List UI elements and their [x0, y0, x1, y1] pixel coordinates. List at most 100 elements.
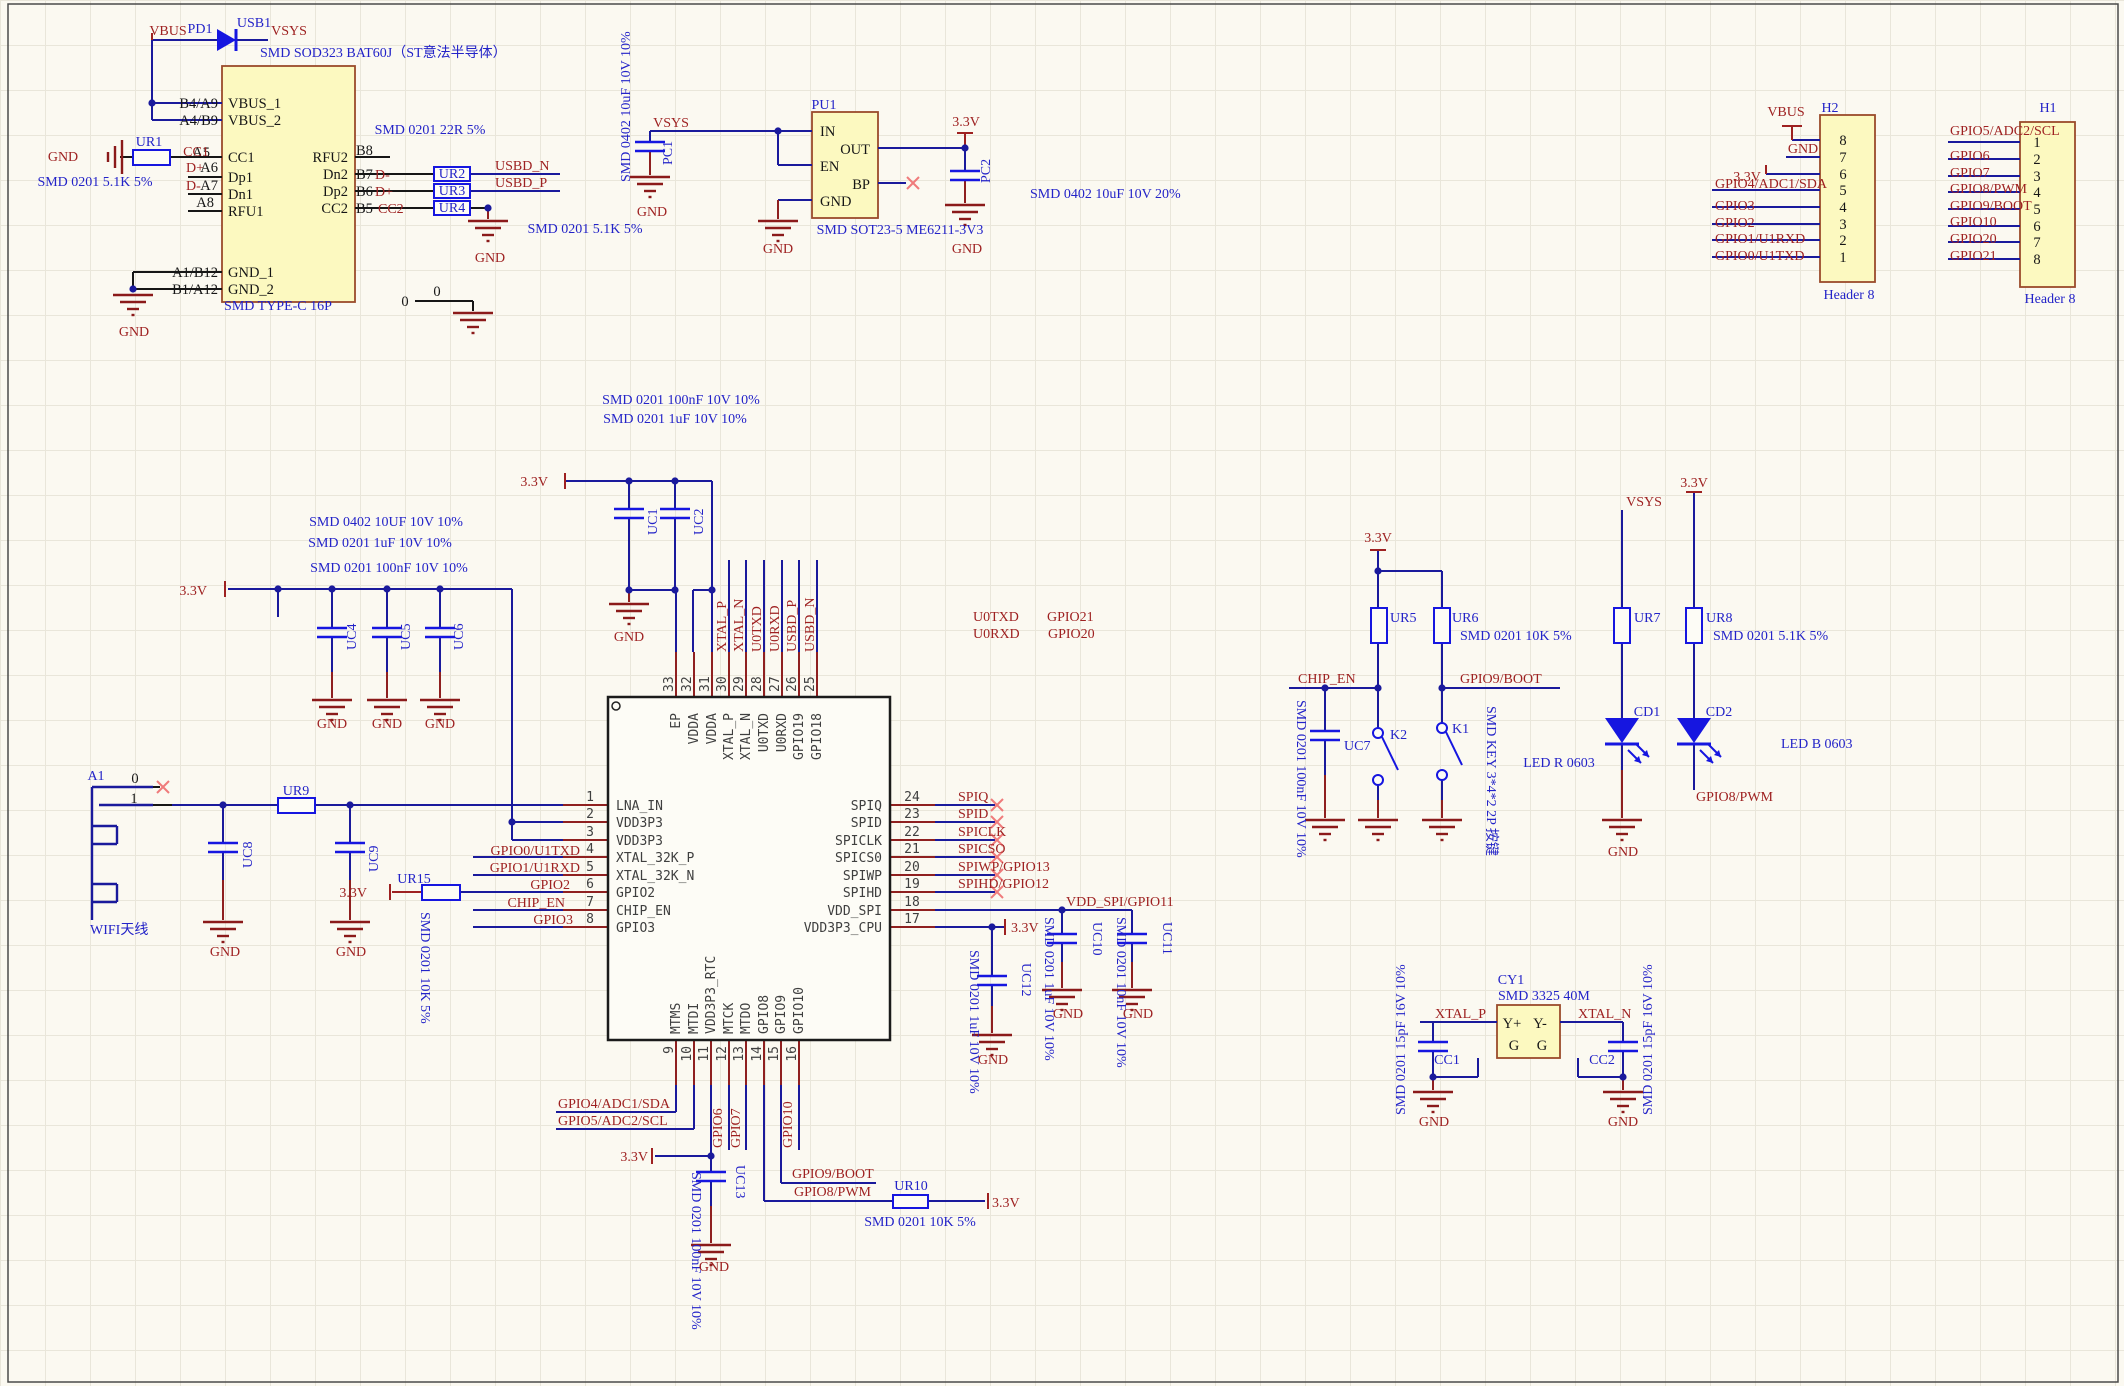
- ic-pin-text[interactable]: VDD3P3: [616, 816, 663, 831]
- pin-label[interactable]: 3: [1839, 217, 1846, 233]
- ic-pin-text[interactable]: 26: [785, 676, 800, 692]
- net-label[interactable]: XTAL_N: [732, 599, 747, 652]
- ic-pin-text[interactable]: 4: [586, 842, 594, 857]
- pin-label[interactable]: RFU1: [228, 204, 263, 220]
- component-label[interactable]: SMD SOT23-5 ME6211-3V3: [817, 223, 984, 238]
- net-label[interactable]: GND: [210, 945, 240, 960]
- net-label[interactable]: GPIO4/ADC1/SDA: [1715, 177, 1828, 192]
- net-label[interactable]: GND: [425, 717, 455, 732]
- ic-pin-text[interactable]: VDDA: [687, 713, 702, 744]
- component-label[interactable]: SMD 0201 1uF 10V 10%: [308, 536, 452, 551]
- component-label[interactable]: SMD 0201 15pF 16V 10%: [1641, 964, 1656, 1115]
- pin-label[interactable]: 5: [2033, 202, 2040, 218]
- component-label[interactable]: UC6: [452, 624, 467, 650]
- component-label[interactable]: SMD 0201 1uF 10V 10%: [1041, 917, 1056, 1061]
- component-label[interactable]: SMD 0402 10uF 10V 10%: [619, 31, 634, 182]
- pin-label[interactable]: VBUS_2: [228, 113, 281, 129]
- main-ic-symbol[interactable]: [606, 695, 892, 1042]
- net-label[interactable]: GPIO8/PWM: [1950, 182, 2028, 197]
- button-symbol[interactable]: [1436, 722, 1448, 734]
- component-label[interactable]: UR8: [1706, 611, 1732, 626]
- pin-label[interactable]: B5: [356, 201, 373, 217]
- pin-label[interactable]: G: [1537, 1038, 1548, 1054]
- net-label[interactable]: GPIO7: [1950, 166, 1990, 181]
- component-label[interactable]: SMD 3325 40M: [1498, 989, 1590, 1004]
- ic-pin-text[interactable]: 3: [586, 825, 594, 840]
- net-label[interactable]: VSYS: [271, 24, 307, 39]
- pin-label[interactable]: Dn1: [228, 187, 253, 203]
- component-label[interactable]: SMD 0201 22R 5%: [375, 123, 486, 138]
- pin-label[interactable]: GND: [820, 194, 851, 210]
- ic-pin-text[interactable]: 30: [715, 676, 730, 692]
- component-label[interactable]: UR2: [439, 167, 465, 182]
- component-label[interactable]: UC2: [692, 509, 707, 535]
- component-label[interactable]: SMD 0201 15pF 16V 10%: [1394, 964, 1409, 1115]
- pin-label[interactable]: 2: [1839, 233, 1846, 249]
- net-label[interactable]: GND: [119, 325, 149, 340]
- ic-pin-text[interactable]: GPIO2: [616, 886, 655, 901]
- resistor-symbol[interactable]: [1370, 607, 1388, 644]
- component-label[interactable]: SMD 0201 10K 5%: [864, 1215, 976, 1230]
- pin-label[interactable]: 2: [2033, 152, 2040, 168]
- net-label[interactable]: CC2: [378, 202, 404, 217]
- net-label[interactable]: D-: [375, 168, 390, 183]
- ic-pin-text[interactable]: 27: [768, 676, 783, 692]
- net-label[interactable]: GPIO1/U1RXD: [1715, 232, 1805, 247]
- pin-label[interactable]: Dn2: [323, 167, 348, 183]
- net-label[interactable]: GPIO0/U1TXD: [1715, 249, 1804, 264]
- component-label[interactable]: PD1: [188, 22, 213, 37]
- ic-pin-text[interactable]: 22: [904, 825, 920, 840]
- ic-pin-text[interactable]: MTCK: [722, 1003, 737, 1034]
- component-body[interactable]: [2019, 121, 2076, 288]
- ic-pin-text[interactable]: 28: [750, 676, 765, 692]
- net-label[interactable]: GPIO2: [530, 878, 570, 893]
- net-label[interactable]: GPIO9/BOOT: [1950, 199, 2032, 214]
- component-label[interactable]: Header 8: [2025, 292, 2076, 307]
- ic-pin-text[interactable]: U0TXD: [757, 713, 772, 752]
- ic-pin-text[interactable]: MTDO: [739, 1003, 754, 1034]
- net-label[interactable]: 3.3V: [952, 115, 980, 130]
- net-label[interactable]: GPIO1/U1RXD: [490, 861, 580, 876]
- pin-label[interactable]: 5: [1839, 183, 1846, 199]
- ic-pin-text[interactable]: 19: [904, 877, 920, 892]
- net-label[interactable]: GPIO8/PWM: [1696, 790, 1774, 805]
- component-label[interactable]: UR9: [283, 784, 309, 799]
- ic-pin-text[interactable]: GPIO10: [792, 987, 807, 1034]
- ic-pin-text[interactable]: 5: [586, 860, 594, 875]
- component-label[interactable]: SMD 0201 5.1K 5%: [1713, 629, 1828, 644]
- ic-pin-text[interactable]: XTAL_32K_N: [616, 869, 694, 884]
- component-label[interactable]: SMD 0201 100nF 10V 10%: [602, 393, 760, 408]
- net-label[interactable]: SPICSO: [958, 842, 1005, 857]
- net-label[interactable]: 3.3V: [520, 475, 548, 490]
- component-label[interactable]: UR6: [1452, 611, 1478, 626]
- ic-pin-text[interactable]: 8: [586, 912, 594, 927]
- button-symbol[interactable]: [1445, 731, 1463, 766]
- component-label[interactable]: CD1: [1634, 705, 1660, 720]
- component-label[interactable]: PC1: [661, 141, 676, 165]
- ic-pin-text[interactable]: 16: [785, 1046, 800, 1062]
- pin-label[interactable]: B6: [356, 184, 373, 200]
- net-label[interactable]: 3.3V: [339, 886, 367, 901]
- ic-pin-text[interactable]: SPIQ: [851, 799, 882, 814]
- net-label[interactable]: U0TXD: [973, 610, 1019, 625]
- net-label[interactable]: SPID: [958, 807, 988, 822]
- ic-pin-text[interactable]: MTDI: [687, 1003, 702, 1034]
- component-label[interactable]: SMD 0402 10UF 10V 10%: [309, 515, 463, 530]
- pin-label[interactable]: Y-: [1533, 1016, 1547, 1032]
- pin-label[interactable]: Dp1: [228, 170, 253, 186]
- net-label[interactable]: GPIO9/BOOT: [792, 1167, 874, 1182]
- ic-pin-text[interactable]: VDD_SPI: [827, 904, 882, 919]
- component-label[interactable]: SMD 0201 10K 5%: [1460, 629, 1572, 644]
- component-label[interactable]: UC8: [241, 842, 256, 868]
- component-label[interactable]: UR1: [136, 135, 162, 150]
- button-symbol[interactable]: [1436, 769, 1448, 781]
- net-label[interactable]: GPIO8/PWM: [794, 1185, 872, 1200]
- net-label[interactable]: GPIO9/BOOT: [1460, 672, 1542, 687]
- net-label[interactable]: GND: [952, 242, 982, 257]
- net-label[interactable]: GPIO6: [1950, 149, 1990, 164]
- net-label[interactable]: GND: [1419, 1115, 1449, 1130]
- ic-pin-text[interactable]: 11: [697, 1046, 712, 1062]
- pin-label[interactable]: A4/B9: [179, 113, 218, 129]
- pin-label[interactable]: Y+: [1503, 1016, 1522, 1032]
- led-symbol[interactable]: [1605, 718, 1639, 743]
